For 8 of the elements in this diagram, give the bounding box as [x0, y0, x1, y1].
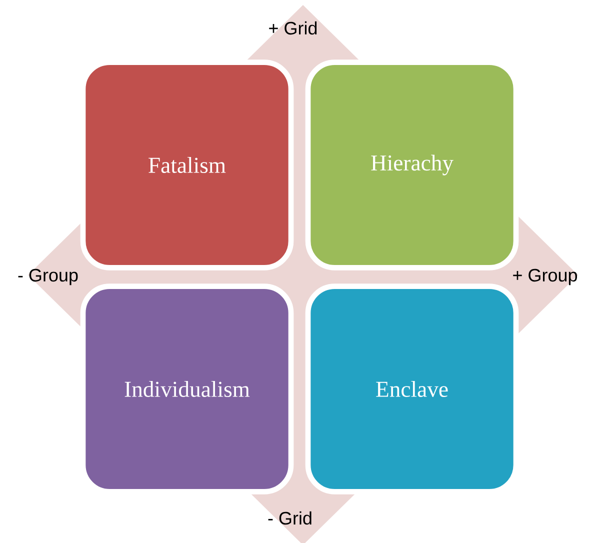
axis-label: + Grid [269, 21, 317, 35]
quadrant-box: Hierachy [305, 60, 519, 270]
axis-label: - Group [18, 268, 78, 286]
axis-label: + Group [513, 268, 577, 286]
axis-label: - Grid [268, 511, 312, 525]
quadrant-box: Enclave [305, 284, 519, 494]
quadrant-box: Fatalism [80, 60, 294, 270]
quadrant-box: Individualism [80, 284, 294, 494]
